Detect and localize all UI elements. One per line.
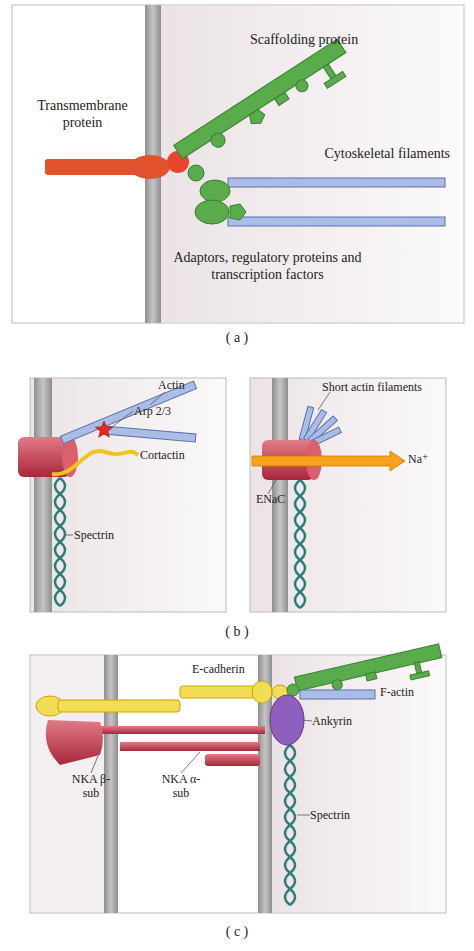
- part-label: Scaffolding protein: [250, 32, 410, 49]
- panel-frame: [30, 655, 446, 913]
- spectrin-helix: [295, 480, 305, 608]
- adaptor-protein: [188, 165, 204, 181]
- part-label: E-cadherin: [192, 662, 266, 676]
- nka-alpha-subunit: [120, 742, 260, 751]
- leader-line: [112, 411, 133, 427]
- part-label: ENaC: [256, 492, 300, 506]
- part-label: Arp 2/3: [134, 404, 194, 418]
- e-cadherin: [58, 700, 180, 712]
- spectrin-helix: [55, 478, 65, 606]
- transmembrane-protein: [130, 155, 170, 179]
- leader-line: [181, 752, 200, 773]
- scaffold-domain: [331, 679, 343, 691]
- leader-line: [318, 392, 330, 410]
- leader-line: [297, 815, 310, 816]
- membrane: [34, 378, 52, 612]
- e-cadherin: [252, 681, 272, 703]
- part-label: NKA α-sub: [160, 772, 202, 801]
- leader-line: [66, 535, 73, 536]
- scaffolding-protein: [294, 644, 441, 691]
- part-label: Adaptors, regulatory proteins and transc…: [150, 250, 385, 284]
- cytoskeletal-filament: [228, 178, 445, 187]
- panel-frame: [12, 5, 464, 323]
- spectrin-helix: [55, 478, 65, 606]
- panel-frame: [30, 378, 226, 612]
- spectrin-helix: [285, 745, 295, 905]
- ankyrin: [270, 695, 304, 745]
- part-label: Cortactin: [140, 448, 210, 462]
- adaptor-protein: [230, 204, 246, 220]
- part-label: F-actin: [380, 685, 440, 699]
- scaffold-domain: [294, 78, 311, 95]
- part-label: Short actin filaments: [322, 380, 446, 394]
- cytoplasm-shading: [272, 656, 445, 912]
- actin-filament: [300, 690, 375, 699]
- part-label: Cytoskeletal filaments: [290, 146, 450, 163]
- cytoskeletal-filament: [228, 217, 445, 226]
- adaptor-protein: [287, 684, 299, 696]
- nka-alpha-subunit: [205, 754, 260, 766]
- panel-label: ( a ): [187, 330, 287, 347]
- panel-label: ( b ): [187, 624, 287, 641]
- leader-line: [150, 392, 165, 405]
- adaptor-protein: [195, 200, 229, 224]
- arp23-star: [95, 421, 112, 437]
- part-label: Ankyrin: [312, 714, 372, 728]
- leader-line: [91, 756, 98, 773]
- scaffold-domain: [366, 672, 377, 681]
- scaffold-domain: [275, 92, 289, 105]
- part-label: NKA β-sub: [70, 772, 112, 801]
- scaffold-domain: [208, 131, 227, 150]
- cortactin-strand: [52, 451, 138, 474]
- nka-beta-subunit: [95, 726, 265, 734]
- leader-line: [268, 480, 276, 494]
- scaffold-domain: [410, 671, 430, 680]
- adaptor-protein: [200, 180, 230, 202]
- ion-label: Na⁺: [408, 452, 442, 466]
- part-label: Actin: [158, 378, 202, 392]
- part-label: Transmembrane protein: [20, 98, 145, 132]
- actin-filament: [104, 426, 196, 442]
- nka-beta-subunit: [46, 720, 103, 765]
- scaffolding-protein: [174, 39, 346, 159]
- part-label: Spectrin: [74, 528, 134, 542]
- sodium-flux-arrow: [252, 451, 405, 471]
- spectrin-helix: [295, 480, 305, 608]
- leader-line: [302, 720, 312, 721]
- part-label: Spectrin: [310, 808, 370, 822]
- spectrin-helix: [285, 745, 295, 905]
- panel-frame: [250, 378, 446, 612]
- scaffold-domain: [247, 108, 267, 128]
- scaffold-domain: [324, 71, 346, 88]
- panel-label: ( c ): [187, 924, 287, 941]
